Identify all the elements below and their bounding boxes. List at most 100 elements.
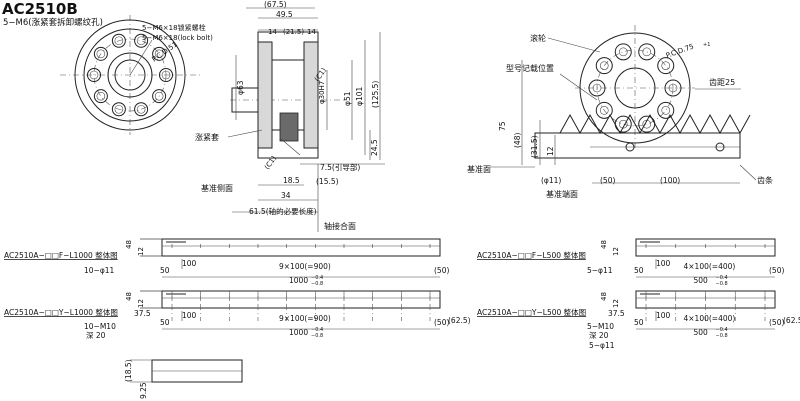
label-axis-face: 轴接合面 [324,221,356,231]
dim-34: 34 [281,191,291,200]
side-dim: (62.5) [448,316,471,325]
pitch-dim: 9×100(=900) [279,314,331,323]
label-collar: 涨紧套 [195,132,219,142]
roller [657,57,675,75]
bolt-hole [111,102,126,117]
roller [595,101,613,119]
roller [638,43,656,61]
dia-11: (φ11) [541,176,561,185]
dim-100: 100 [656,311,671,320]
end-left: 50 [634,318,644,327]
drawing-subtitle: 5−M6(涨紧套拆卸螺纹孔) [3,17,103,28]
hole-spec: 5−φ11 [587,266,613,275]
total-length: 500 [694,328,709,337]
bolt-hole [152,89,167,104]
dim-50: (50) [600,176,615,185]
bolt-hole [134,33,149,48]
height-48: 48 [125,292,133,301]
height-12: 12 [137,299,145,308]
total-length: 1000 [289,328,308,337]
label-rack: 齿条 [757,175,773,185]
dim-7-5-guide: 7.5(引导部) [320,162,360,172]
dim-24-5: 24.5 [370,139,379,156]
lock-bolt-note: 5−M6×18锁紧螺栓 [142,23,206,32]
end-left: 50 [160,318,170,327]
rack-view-title: AC2510A−□□Y−L500 整体图 [477,307,586,317]
total-length: 1000 [289,276,308,285]
rack-view-title: AC2510A−□□F−L1000 整体图 [4,250,118,260]
dim-21-5: (21.5) [283,28,304,36]
dim-9-25: 9.25 [139,382,148,399]
dim-75: 75 [498,121,507,131]
total-length: 500 [694,276,709,285]
tol-lower: −0.8 [311,281,323,287]
bolt-hole [87,68,101,82]
dim-125-5: (125.5) [371,81,380,108]
hole-spec-2: 5−φ11 [589,341,615,350]
label-pitch: 齿距25 [709,78,735,87]
tol-lower: −0.8 [716,281,728,287]
end-left: 50 [160,266,170,275]
pitch-dim: 4×100(=400) [684,262,736,271]
dia-30h7: φ30H7 [318,81,326,104]
hole-spec: 10−M10 [84,322,116,331]
roller [664,79,682,97]
bolt-hole [111,33,126,48]
chamfer-bottom: (C1) [263,154,278,171]
bolt-hole [152,46,167,61]
height-48: 48 [600,292,608,301]
pinion-rack-view [490,25,751,184]
label-base-end: 基准端面 [546,189,578,199]
dim-37-5: 37.5 [608,309,625,318]
end-left: 50 [634,266,644,275]
height-48: 48 [600,240,608,249]
dim-100: 100 [656,259,671,268]
end-right: (50) [434,266,449,275]
drawing-title: AC2510B [2,0,78,18]
pitch-dim: 9×100(=900) [279,262,331,271]
dia-51: φ51 [343,91,352,106]
bolt-hole [93,46,108,61]
bolt-hole [93,89,108,104]
end-right: (50) [769,266,784,275]
dim-18-5: 18.5 [283,176,300,185]
label-model-pos: 型号记载位置 [506,63,554,73]
rack-view-4: 48 12 100 4×100(=400) 50 (50) 500 −0.4−0.8 37.5 (… [140,290,800,350]
end-right: (50) [769,318,784,327]
lock-bolt-note-en: 5−M6×18(lock bolt) [142,34,213,42]
end-right: (50) [434,318,449,327]
dim-48: (48) [513,133,522,148]
dim-49-5: 49.5 [276,10,293,19]
bolt-hole [134,102,149,117]
hole-spec: 5−M10 [587,322,614,331]
height-12: 12 [612,299,620,308]
label-base-side: 基准侧面 [201,183,233,193]
dim-14: 14 [268,28,277,36]
dim-67-5: (67.5) [264,0,287,9]
bolt-hole [159,68,173,82]
tol-upper: −0.4 [716,275,728,281]
label-base-face: 基准面 [467,164,491,174]
pitch-dim: 4×100(=400) [684,314,736,323]
roller [595,57,613,75]
tol-lower: −0.8 [716,333,728,339]
height-48: 48 [125,240,133,249]
roller [588,79,606,97]
dim-100: 100 [182,311,197,320]
dim-37-5: 37.5 [134,309,151,318]
hole-spec: 10−φ11 [84,266,115,275]
dia-101: φ101 [355,87,364,106]
detail-end-view [130,359,243,383]
tol-upper: −0.4 [716,327,728,333]
pcd-left: P.C.D.51 [151,40,179,63]
dim-31-5: (31.5) [530,135,539,158]
hole-depth: 深 20 [589,331,609,340]
dim-18-5-detail: (18.5) [124,359,133,382]
dim-100: 100 [182,259,197,268]
dia-63: φ63 [236,80,245,95]
hole-depth: 深 20 [86,331,106,340]
roller [614,43,632,61]
